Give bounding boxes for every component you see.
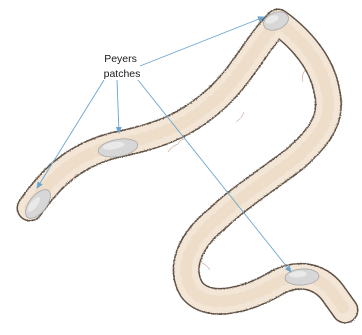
label-line-2: patches [104, 68, 141, 80]
blood-vessel [200, 262, 210, 270]
blood-vessel [302, 70, 305, 82]
peyers-patches [21, 8, 320, 286]
peyers-patches-label: Peyers patches [104, 53, 141, 80]
label-line-1: Peyers [104, 53, 137, 65]
arrow-to-middle-patch [117, 80, 119, 133]
blood-vessel [236, 112, 244, 122]
intestine-tube [30, 22, 345, 310]
